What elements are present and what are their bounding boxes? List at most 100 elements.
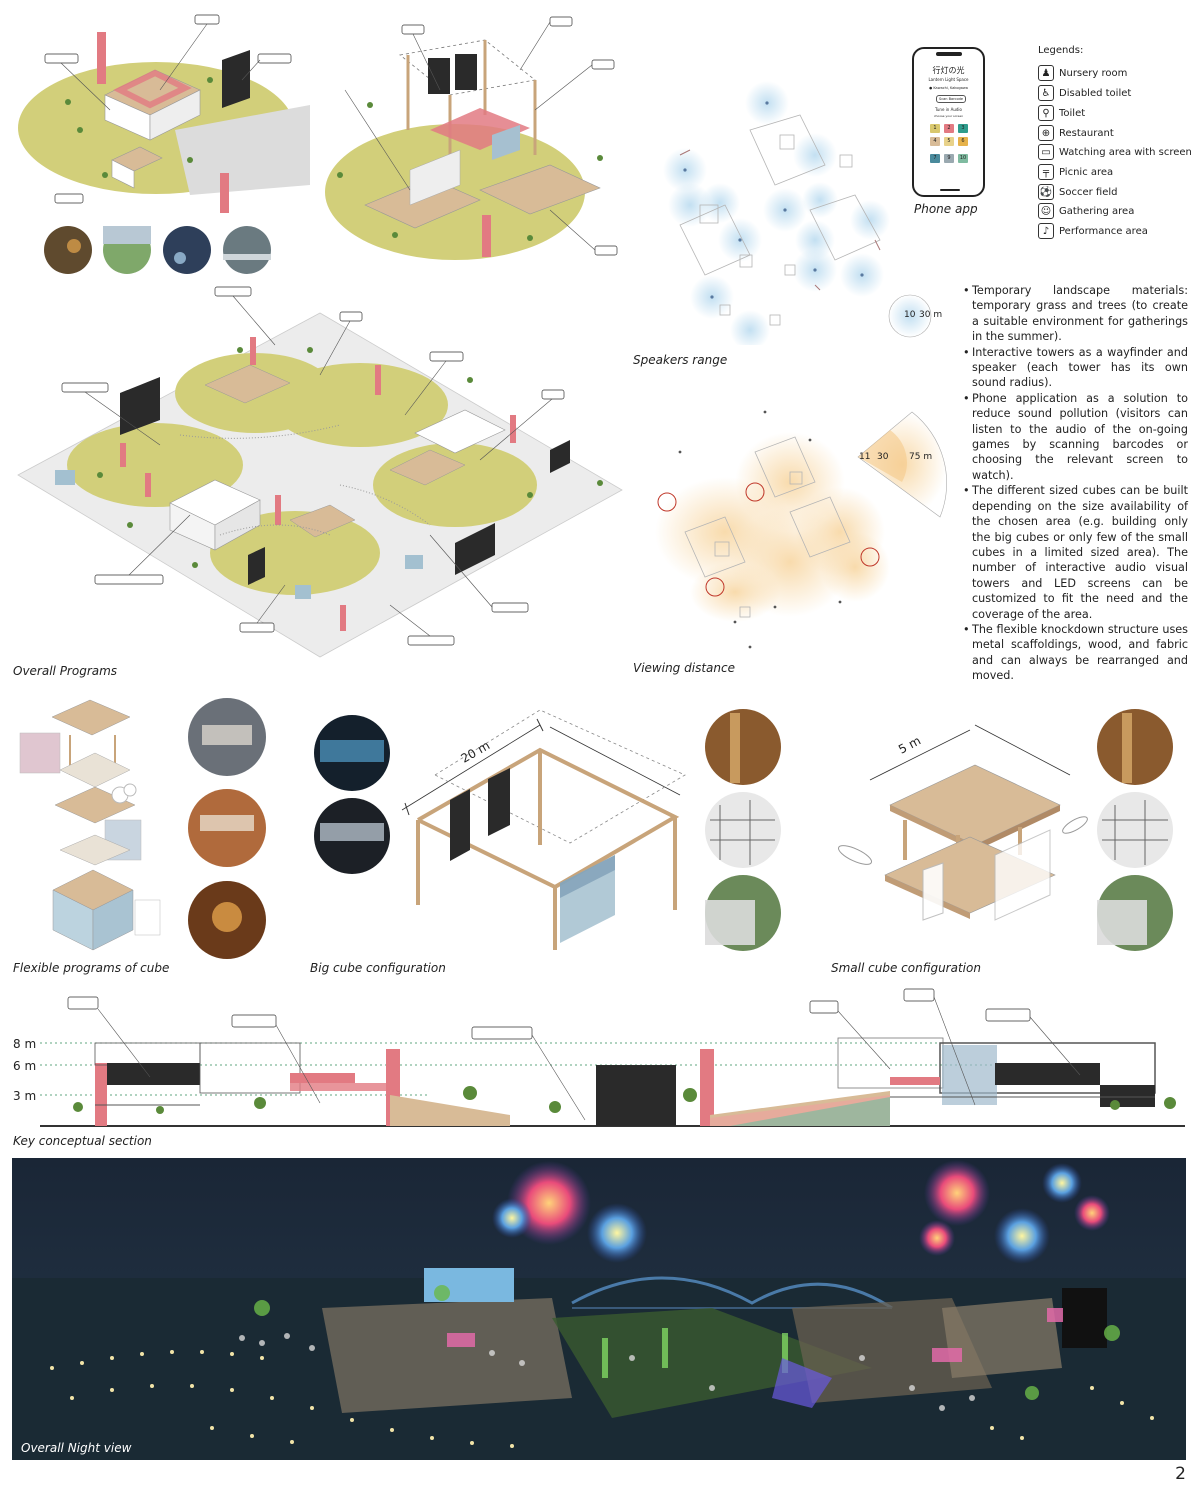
viewing-scale-r2: 30 (877, 452, 889, 462)
phone-notch (936, 52, 962, 56)
screen-button[interactable]: 3 (958, 124, 968, 133)
app-title: 行灯の光 (932, 66, 965, 75)
caption-phone-app: Phone app (914, 202, 978, 216)
big-cube-configuration (314, 709, 781, 951)
legend-label: Performance area (1059, 225, 1148, 237)
legend-label: Nursery room (1059, 67, 1128, 79)
nursery-icon: ♟ (1038, 65, 1054, 81)
note-item: The flexible knockdown structure uses me… (963, 622, 1188, 684)
design-notes: Temporary landscape materials: temporary… (963, 283, 1188, 684)
location-pin-icon: ● (929, 86, 933, 90)
legend-item: ♿ Disabled toilet (1038, 85, 1131, 101)
app-location: ● Kawachi, Kakogawa (914, 86, 983, 90)
photo-wood-joint (705, 709, 781, 785)
legend-item: ♟ Nursery room (1038, 65, 1127, 81)
scan-barcode-button[interactable]: Scan Barcode (936, 95, 966, 103)
crowd (239, 1333, 975, 1411)
caption-night-view: Overall Night view (21, 1441, 132, 1455)
section-level-8m: 8 m (13, 1037, 37, 1051)
note-item: Phone application as a solution to reduc… (963, 391, 1188, 483)
photo-wood-joint (1097, 709, 1173, 785)
speaker-scale-r1: 10 (904, 310, 916, 320)
legend-item: ╤ Picnic area (1038, 164, 1113, 180)
caption-key-section: Key conceptual section (13, 1134, 152, 1148)
legend-label: Picnic area (1059, 166, 1114, 178)
note-item: Temporary landscape materials: temporary… (963, 283, 1188, 345)
led-screen (222, 50, 250, 108)
note-item: The different sized cubes can be built d… (963, 483, 1188, 622)
photo-metal-scaffolding (705, 792, 781, 868)
viewing-scale-r1: 11 (859, 452, 871, 462)
cube-toilet (52, 869, 161, 951)
screen-icon: ▭ (1038, 144, 1054, 160)
cube-nursery (19, 699, 131, 788)
note-item: Interactive towers as a wayfinder and sp… (963, 345, 1188, 391)
legend-label: Gathering area (1059, 205, 1135, 217)
tune-in-label: Tune in Audio (935, 107, 962, 112)
caption-speakers-range: Speakers range (633, 353, 728, 367)
axonometric-cube-views (18, 14, 618, 274)
caption-big-cube: Big cube configuration (310, 961, 446, 975)
fireworks (492, 1160, 1110, 1264)
photo-metal-scaffolding (1097, 792, 1173, 868)
bridge-arch (571, 1276, 893, 1310)
microphone-icon: ♪ (1038, 223, 1054, 239)
legend-label: Disabled toilet (1059, 87, 1132, 99)
legend-item: ⚲ Toilet (1038, 105, 1085, 121)
app-subtitle: Lantern Light Space (928, 77, 969, 82)
flexible-programs-cubes (19, 698, 266, 959)
screen-button[interactable]: 5 (944, 137, 954, 146)
legend-label: Toilet (1059, 107, 1086, 119)
app-location-text: Kawachi, Kakogawa (933, 86, 968, 90)
led-screens (120, 377, 570, 585)
legend-item: ▭ Watching area with screen (1038, 144, 1192, 160)
photo-riverbank (223, 226, 271, 274)
wayfinder-tower (97, 32, 106, 84)
restaurant-icon: ⊕ (1038, 125, 1054, 141)
speaker-scale-outer (889, 295, 931, 337)
photo-night-gathering (44, 226, 92, 274)
viewing-scale-r3: 75 m (909, 452, 933, 462)
section-level-3m: 3 m (13, 1089, 37, 1103)
toilet-icon: ⚲ (1038, 105, 1054, 121)
small-cube-configuration (837, 709, 1173, 951)
section-level-6m: 6 m (13, 1059, 37, 1073)
legend-item: ⚽ Soccer field (1038, 184, 1117, 200)
screen-button[interactable]: 6 (958, 137, 968, 146)
screen-button[interactable]: 9 (944, 154, 954, 163)
photo-night-screen (163, 226, 211, 274)
section-led-screen (596, 1065, 676, 1126)
legend-item: ☺ Gathering area (1038, 203, 1134, 219)
disabled-toilet-icon: ♿ (1038, 85, 1054, 101)
caption-overall-programs: Overall Programs (13, 664, 118, 678)
phone-app-mockup: 行灯の光 Lantern Light Space ● Kawachi, Kako… (912, 47, 985, 197)
caption-small-cube: Small cube configuration (831, 961, 981, 975)
cube-restaurant (54, 783, 142, 866)
caption-viewing-distance: Viewing distance (633, 661, 735, 675)
lantern-lights (50, 1350, 1154, 1448)
paved-area (175, 105, 310, 195)
speaker-scale-r2: 30 m (919, 310, 943, 320)
wayfinder-tower (220, 173, 229, 213)
gathering-icon: ☺ (1038, 203, 1054, 219)
soccer-icon: ⚽ (1038, 184, 1054, 200)
legend-label: Watching area with screen (1059, 146, 1192, 158)
viewing-distance-plan (655, 410, 947, 649)
screen-button[interactable]: 10 (958, 154, 968, 163)
picnic-icon: ╤ (1038, 164, 1054, 180)
page-number: 2 (1175, 1464, 1186, 1484)
legend-label: Soccer field (1059, 186, 1118, 198)
legend-label: Restaurant (1059, 127, 1114, 139)
screen-button[interactable]: 2 (944, 124, 954, 133)
speakers-range-plan (663, 81, 932, 345)
legend-title: Legends: (1038, 45, 1084, 56)
choose-screen-label: choose your screen (933, 114, 964, 118)
screen-button[interactable]: 7 (930, 154, 940, 163)
wayfinder-towers (120, 337, 516, 631)
screen-button[interactable]: 1 (930, 124, 940, 133)
overall-programs-axonometric (17, 286, 623, 658)
caption-flexible-programs: Flexible programs of cube (13, 961, 170, 975)
screen-button[interactable]: 4 (930, 137, 940, 146)
legend-item: ⊕ Restaurant (1038, 125, 1114, 141)
key-conceptual-section (40, 988, 1185, 1127)
